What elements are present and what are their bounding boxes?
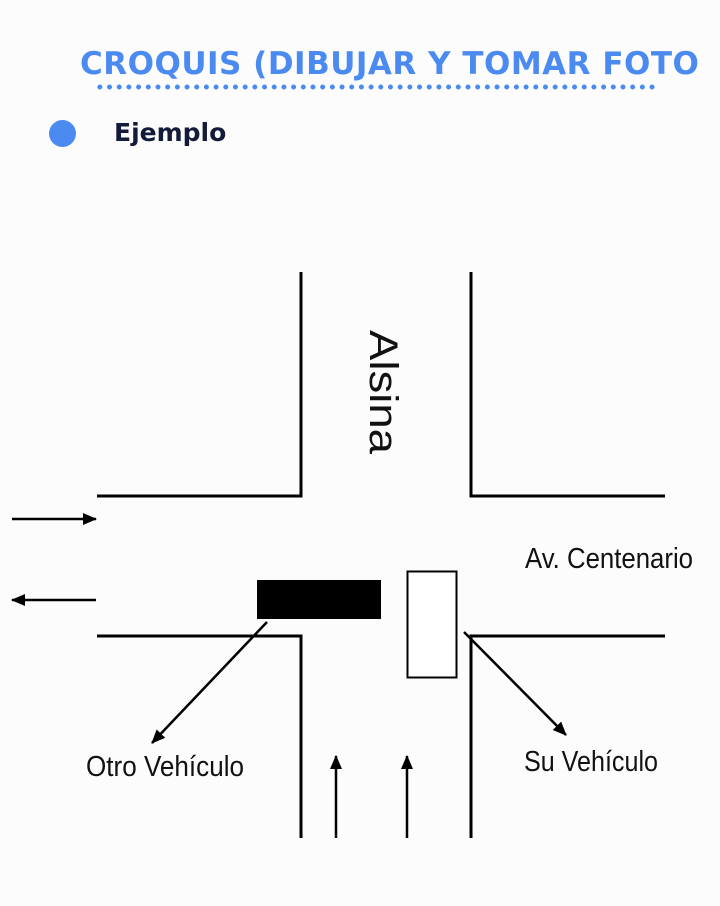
dotted-divider — [95, 84, 657, 90]
curb-bottom-right — [469, 634, 665, 838]
section-label: Ejemplo — [114, 118, 227, 147]
street-label-alsina: Alsina — [361, 330, 405, 455]
your-vehicle — [406, 570, 458, 679]
other-vehicle — [257, 580, 381, 619]
curb-top-right — [469, 272, 665, 498]
page-title: CROQUIS (DIBUJAR Y TOMAR FOTO — [80, 46, 700, 82]
bullet-icon — [49, 120, 76, 147]
pointer-other-vehicle — [151, 621, 268, 744]
curb-top-left — [97, 272, 303, 498]
pointer-your-vehicle — [463, 631, 567, 736]
your-vehicle-label: Su Vehículo — [524, 746, 658, 778]
curb-bottom-left — [97, 634, 303, 838]
street-label-centenario: Av. Centenario — [525, 543, 693, 575]
other-vehicle-label: Otro Vehículo — [86, 751, 244, 783]
